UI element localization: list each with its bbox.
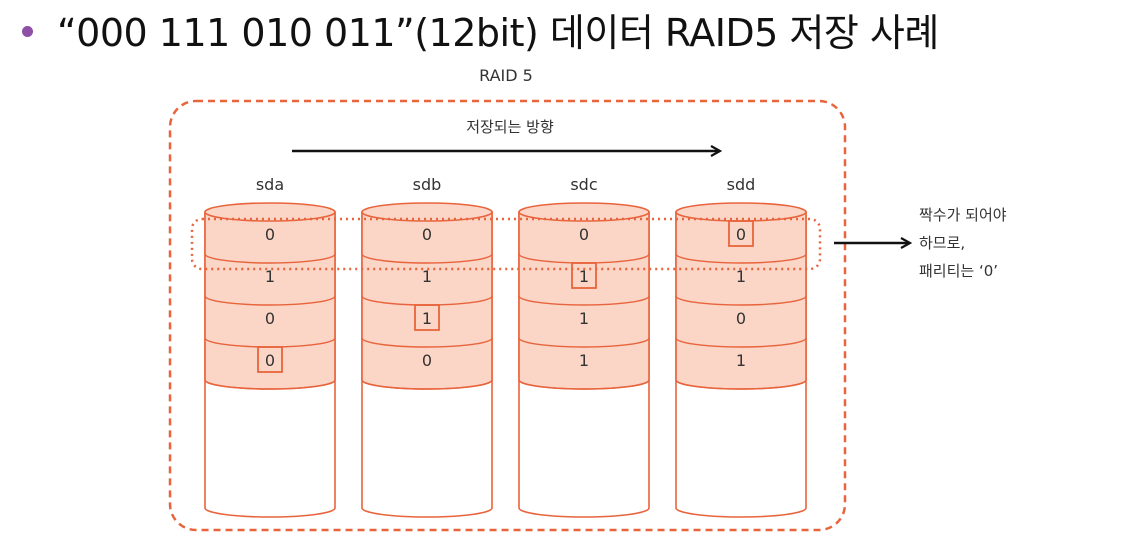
bit-value: 1 [579, 351, 589, 370]
disks-layer: sda 0 1 0 0 sdb 0 1 1 0 sdc 0 1 1 1 sdd 0 1 0 1 [204, 175, 807, 518]
row-divider [518, 295, 650, 306]
bit-box [257, 346, 283, 373]
slide-title-text: “000 111 010 011”(12bit) 데이터 RAID5 저장 사례 [57, 11, 939, 55]
row-divider [204, 295, 336, 306]
bit-value: 0 [265, 309, 275, 328]
bit-value: 0 [579, 225, 589, 244]
row-divider [204, 379, 336, 390]
row-divider [518, 379, 650, 390]
row-divider [361, 253, 493, 264]
bit-value: 1 [736, 351, 746, 370]
disk-top [518, 202, 650, 222]
bit-value: 0 [265, 225, 275, 244]
row-divider [518, 337, 650, 348]
row-divider [675, 337, 807, 348]
bit-value: 0 [422, 225, 432, 244]
row-divider [675, 379, 807, 390]
disk-name: sda [256, 175, 284, 194]
row-divider [675, 253, 807, 264]
annotation-line-1: 짝수가 되어야 [919, 206, 1007, 224]
disk-name: sdc [570, 175, 597, 194]
bit-value: 1 [422, 267, 432, 286]
raid-label: RAID 5 [479, 66, 533, 85]
disk-name: sdb [413, 175, 442, 194]
bit-value: 1 [579, 309, 589, 328]
parity-row-highlight [190, 217, 822, 271]
row-divider [361, 379, 493, 390]
disk-top [204, 202, 336, 222]
bit-value: 1 [579, 267, 589, 286]
disk-sdc: sdc 0 1 1 1 [518, 175, 650, 518]
bit-value: 0 [736, 309, 746, 328]
bit-value: 1 [736, 267, 746, 286]
raid-group-border [168, 99, 847, 532]
bit-box [728, 220, 754, 247]
row-divider [204, 253, 336, 264]
disk-sda: sda 0 1 0 0 [204, 175, 336, 518]
row-divider [675, 295, 807, 306]
direction-label: 저장되는 방향 [466, 118, 554, 136]
bit-box [571, 262, 597, 289]
annotation-line-2: 하므로, [919, 234, 965, 252]
slide-title: “000 111 010 011”(12bit) 데이터 RAID5 저장 사례 [22, 2, 939, 57]
bit-value: 0 [736, 225, 746, 244]
bit-value: 0 [265, 351, 275, 370]
disk-sdb: sdb 0 1 1 0 [361, 175, 493, 518]
disk-sdd: sdd 0 1 0 1 [675, 175, 807, 518]
bit-box [414, 304, 440, 331]
bullet-icon [22, 26, 33, 37]
annotation-line-3: 패리티는 ‘0’ [919, 262, 998, 280]
bit-value: 1 [265, 267, 275, 286]
bit-value: 0 [422, 351, 432, 370]
disk-name: sdd [727, 175, 756, 194]
row-divider [361, 337, 493, 348]
disk-top [361, 202, 493, 222]
bit-value: 1 [422, 309, 432, 328]
